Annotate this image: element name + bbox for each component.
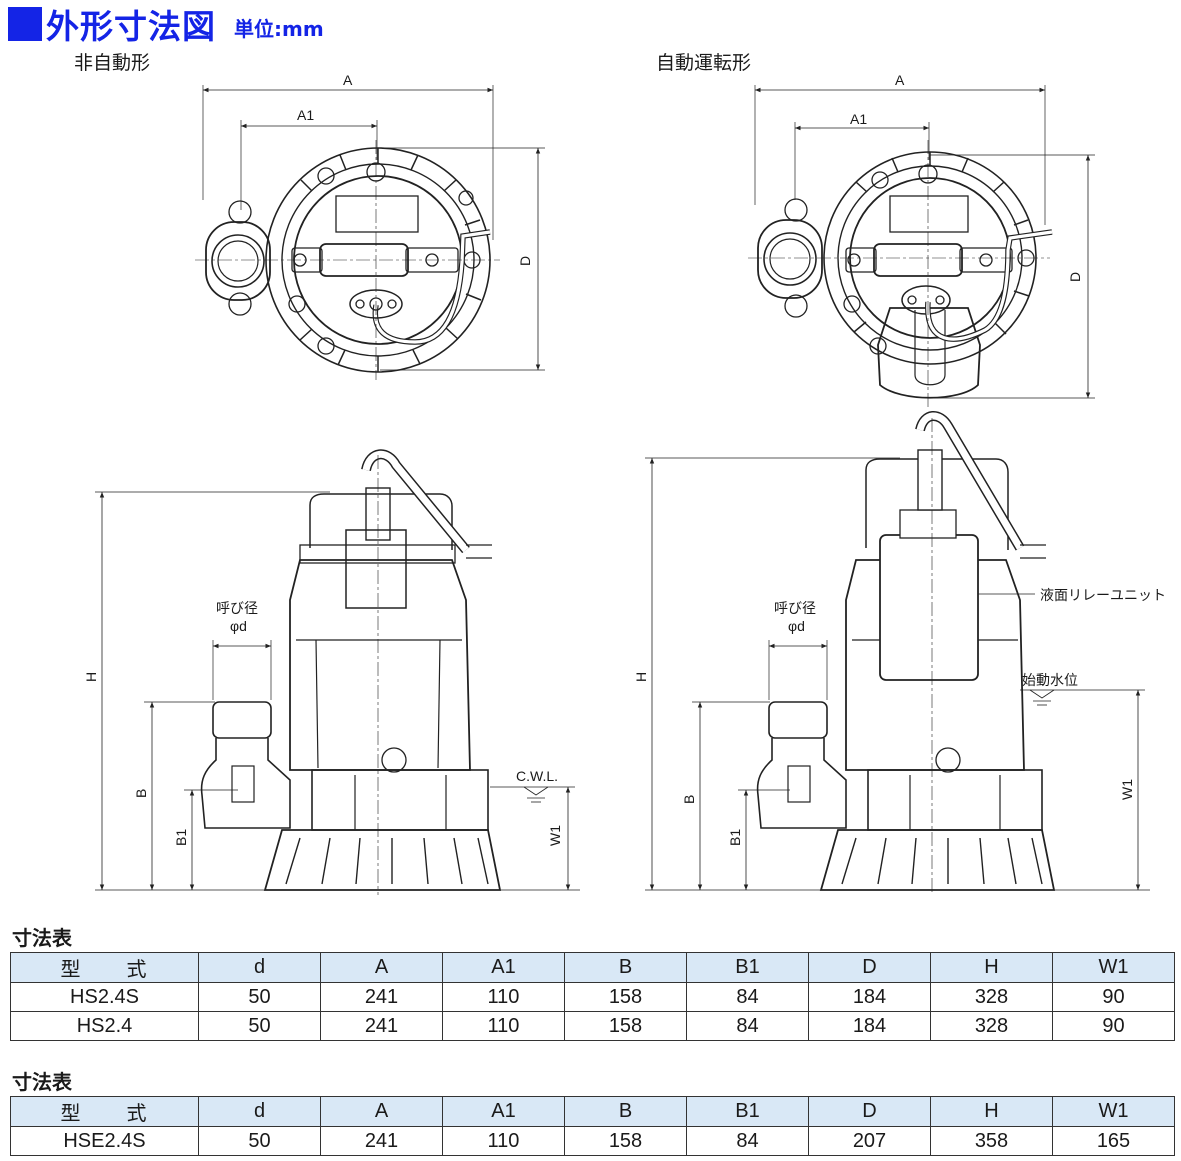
- header-dd: D: [808, 952, 931, 983]
- page-header: 外形寸法図 単位:mm: [8, 4, 324, 46]
- dim-label-a1-auto: A1: [850, 111, 867, 127]
- dim-label-h-auto: H: [633, 672, 649, 682]
- cell: 50: [198, 1126, 321, 1156]
- unit-label: 単位:mm: [234, 16, 324, 41]
- cell-model: HSE2.4S: [10, 1126, 199, 1156]
- header-dd: D: [808, 1096, 931, 1127]
- cell: 241: [320, 1011, 443, 1041]
- cell: 158: [564, 1126, 687, 1156]
- cell: 165: [1052, 1126, 1175, 1156]
- cell: 84: [686, 1126, 809, 1156]
- header-d: d: [198, 1096, 321, 1127]
- header-h: H: [930, 1096, 1053, 1127]
- header-model: 型 式: [10, 1096, 199, 1127]
- cell: 110: [442, 982, 565, 1012]
- pump-dimension-drawing: A A1 D A A1 D H B B1 呼び径 φd C.W.L. W1 H …: [83, 72, 1166, 895]
- blue-square-icon: [8, 7, 42, 41]
- dim-label-d-auto: D: [1067, 272, 1083, 282]
- cwl-label: C.W.L.: [516, 768, 558, 784]
- header-w1: W1: [1052, 1096, 1175, 1127]
- header-d: d: [198, 952, 321, 983]
- start-level-label: 始動水位: [1022, 672, 1078, 688]
- cell: 90: [1052, 1011, 1175, 1041]
- cell-model: HS2.4: [10, 1011, 199, 1041]
- header-b: B: [564, 1096, 687, 1127]
- table-row: HS2.4S 50 241 110 158 84 184 328 90: [10, 982, 1175, 1012]
- cell: 84: [686, 1011, 809, 1041]
- cell: 184: [808, 982, 931, 1012]
- table-header-row: 型 式 d A A1 B B1 D H W1: [10, 952, 1175, 983]
- dim-label-b1: B1: [173, 829, 189, 846]
- cell: 50: [198, 1011, 321, 1041]
- header-b1: B1: [686, 1096, 809, 1127]
- dim-label-h: H: [83, 672, 99, 682]
- header-a1: A1: [442, 1096, 565, 1127]
- dim-label-b1-auto: B1: [727, 829, 743, 846]
- dim-label-a-auto: A: [895, 72, 905, 88]
- cell: 184: [808, 1011, 931, 1041]
- header-a1: A1: [442, 952, 565, 983]
- table-header-row: 型 式 d A A1 B B1 D H W1: [10, 1096, 1175, 1127]
- header-b: B: [564, 952, 687, 983]
- table-caption: 寸法表: [12, 1070, 72, 1094]
- cell: 90: [1052, 982, 1175, 1012]
- top-view-manual: [195, 85, 545, 380]
- dim-label-w1-auto: W1: [1119, 779, 1135, 800]
- cell: 50: [198, 982, 321, 1012]
- cell: 158: [564, 982, 687, 1012]
- top-view-auto: [748, 85, 1095, 408]
- dim-label-b-auto: B: [681, 795, 697, 804]
- dim-label-w1: W1: [547, 825, 563, 846]
- dim-label-a: A: [343, 72, 353, 88]
- bore-label-1-auto: 呼び径: [774, 600, 816, 616]
- side-view-manual: [95, 449, 580, 895]
- dim-label-b: B: [133, 789, 149, 798]
- header-a: A: [320, 952, 443, 983]
- header-a: A: [320, 1096, 443, 1127]
- bore-label-2-auto: φd: [788, 618, 805, 634]
- cell: 328: [930, 982, 1053, 1012]
- cell: 158: [564, 1011, 687, 1041]
- table-row: HSE2.4S 50 241 110 158 84 207 358 165: [10, 1126, 1175, 1156]
- cell: 241: [320, 982, 443, 1012]
- cell: 110: [442, 1126, 565, 1156]
- header-model: 型 式: [10, 952, 199, 983]
- view-label-manual: 非自動形: [74, 52, 151, 74]
- header-h: H: [930, 952, 1053, 983]
- table-row: HS2.4 50 241 110 158 84 184 328 90: [10, 1011, 1175, 1041]
- bore-label-1: 呼び径: [216, 600, 258, 616]
- cell: 207: [808, 1126, 931, 1156]
- cell: 110: [442, 1011, 565, 1041]
- cell-model: HS2.4S: [10, 982, 199, 1012]
- dimension-table-2: 型 式 d A A1 B B1 D H W1 HSE2.4S 50 241 11…: [10, 1096, 1175, 1156]
- header-w1: W1: [1052, 952, 1175, 983]
- cell: 328: [930, 1011, 1053, 1041]
- dim-label-a1: A1: [297, 107, 314, 123]
- dim-label-d: D: [517, 256, 533, 266]
- side-view-auto: [645, 411, 1150, 895]
- bore-label-2: φd: [230, 618, 247, 634]
- cell: 358: [930, 1126, 1053, 1156]
- cell: 84: [686, 982, 809, 1012]
- cell: 241: [320, 1126, 443, 1156]
- view-label-auto: 自動運転形: [656, 52, 752, 74]
- page-title: 外形寸法図: [46, 7, 216, 46]
- dimension-table-1: 型 式 d A A1 B B1 D H W1 HS2.4S 50 241 110…: [10, 952, 1175, 1041]
- relay-label: 液面リレーユニット: [1040, 587, 1166, 603]
- header-b1: B1: [686, 952, 809, 983]
- table-caption: 寸法表: [12, 926, 72, 950]
